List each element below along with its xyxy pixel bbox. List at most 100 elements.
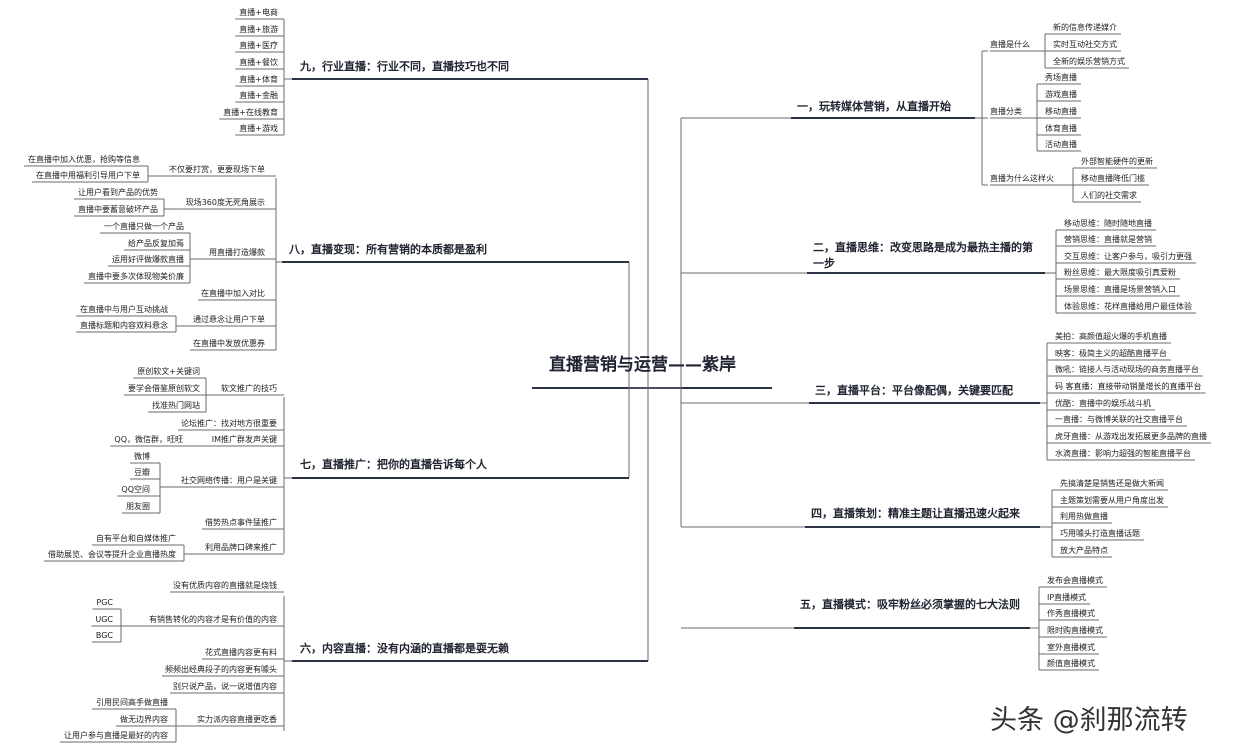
branch-right-1-node-2: 直播分类 [990,107,1022,116]
branch-right-1-node-3-leaf-1: 外部智能硬件的更新 [1081,157,1153,166]
branch-right-1-node-2-leaf-1: 秀场直播 [1045,73,1077,82]
branch-left-4-node-2: 有销售转化的内容才是有价值的内容 [149,615,277,624]
branch-left-2-node-3-leaf-4: 直播中要多次体现物美价廉 [88,272,184,281]
undefined: 没有优质内容的直播就是烧钱 [173,581,277,590]
branch-left-3-node-1-leaf-2: 要学会借鉴原创软文 [128,384,200,393]
branch-left-3-node-4-leaf-1: 微博 [134,452,150,461]
branch-left-4-node-2-leaf-2: UGC [95,615,113,624]
branch-left-3-node-4: 社交网络传播：用户是关键 [181,476,277,485]
branch-left-1-title: 九，行业直播：行业不同，直播技巧也不同 [300,60,509,73]
branch-left-2-node-2: 现场360度无死角展示 [185,198,265,207]
branch-right-1-node-2-leaf-5: 活动直播 [1045,140,1077,149]
watermark: 头条 @刹那流转 [990,705,1188,736]
branch-right-3-leaf-2: 映客：极简主义的超酷直播平台 [1055,349,1167,358]
branch-left-1-leaf-5: 直播+体育 [239,75,278,84]
branch-right-3-leaf-3: 微吼：链接人与活动现场的商务直播平台 [1055,365,1199,374]
branch-left-4-title: 六，内容直播：没有内涵的直播都是耍无赖 [300,642,509,655]
branch-left-3-node-6-leaf-1: 自有平台和自媒体推广 [96,534,176,543]
branch-left-1-leaf-4: 直播+餐饮 [239,58,278,67]
branch-left-1-leaf-3: 直播+医疗 [239,41,278,50]
undefined: 论坛推广：找对地方很重要 [181,419,277,428]
undefined: 别只说产品，说一说增值内容 [173,682,277,691]
branch-left-4-node-6: 实力派内容直播更吃香 [197,715,277,724]
branch-right-5-leaf-2: IP直播模式 [1047,593,1087,602]
branch-left-2-node-2-leaf-2: 直播中要蓄意破坏产品 [78,205,158,214]
branch-left-1-leaf-8: 直播+游戏 [239,124,278,133]
undefined: 在直播中发放优惠券 [193,339,265,348]
undefined: 花式直播内容更有料 [205,648,277,657]
branch-left-4-node-2-leaf-1: PGC [96,598,113,607]
branch-right-3-leaf-8: 水滴直播：影响力超强的智能直播平台 [1055,449,1191,458]
branch-left-2-node-5: 通过悬念让用户下单 [193,315,265,324]
branch-right-3-title: 三，直播平台：平台像配偶，关键要匹配 [815,384,1013,397]
branch-right-5-title: 五，直播模式：吸牢粉丝必须掌握的七大法则 [800,598,1020,611]
branch-left-2-node-1: 不仅要打赏，更要现场下单 [169,165,265,174]
branch-left-3-title: 七，直播推广：把你的直播告诉每个人 [300,458,487,471]
branch-left-3-node-4-leaf-3: QQ空间 [121,485,150,494]
branch-left-3-node-4-leaf-4: 朋友圈 [126,502,150,511]
branch-left-2-node-3-leaf-3: 运用好评做爆款直播 [112,255,184,264]
branch-left-2-node-5-leaf-1: 在直播中与用户互动挑战 [80,305,168,314]
branch-left-3-node-3: IM推广群发声关键 [211,435,277,444]
branch-right-5-leaf-3: 作秀直播模式 [1047,609,1095,618]
branch-left-3-node-1-leaf-3: 找准热门网站 [152,401,200,410]
branch-right-2-leaf-1: 移动思维：随时随地直播 [1064,219,1152,228]
branch-right-4-leaf-1: 先搞清楚是销售还是做大新闻 [1060,479,1164,488]
branch-left-2-title: 八，直播变现：所有营销的本质都是盈利 [289,243,487,256]
undefined: 借势热点事件猛推广 [205,518,277,527]
branch-right-2-leaf-2: 营销思维：直播就是营销 [1064,235,1152,244]
branch-left-4-node-6-leaf-2: 做无边界内容 [120,715,168,724]
branch-left-2-node-1-leaf-2: 在直播中用福利引导用户下单 [36,171,140,180]
branch-left-4-node-6-leaf-1: 引用民间高手做直播 [96,698,168,707]
branch-right-5-leaf-6: 颜值直播模式 [1047,659,1095,668]
branch-right-3-leaf-6: 一直播：与微博关联的社交直播平台 [1055,415,1183,424]
branch-right-3-leaf-1: 美拍：高颜值超火爆的手机直播 [1055,332,1167,341]
branch-right-1-node-2-leaf-2: 游戏直播 [1045,90,1077,99]
branch-right-4-leaf-3: 利用热做直播 [1060,512,1108,521]
branch-left-1-leaf-7: 直播+在线教育 [223,108,278,117]
branch-right-1-node-2-leaf-4: 体育直播 [1045,124,1077,133]
branch-left-2-node-2-leaf-1: 让用户看到产品的优势 [78,188,158,197]
branch-right-1-node-1-leaf-3: 全新的娱乐营销方式 [1053,57,1125,66]
branch-left-3-node-1: 软文推广的技巧 [221,384,277,393]
branch-left-3-node-1-leaf-1: 原创软文+关键词 [137,367,200,376]
branch-left-4-node-2-leaf-3: BGC [95,631,113,640]
branch-left-2-node-5-leaf-2: 直播标题和内容双料悬念 [80,321,168,330]
branch-right-2-leaf-5: 场景思维：直播是场景营销入口 [1064,285,1176,294]
branch-right-1-node-1-leaf-1: 新的信息传递媒介 [1053,23,1117,32]
branch-right-4-leaf-2: 主题策划需要从用户角度出发 [1060,496,1164,505]
branch-left-3-node-6-leaf-2: 借助展览、会议等提升企业直播热度 [48,550,176,559]
branch-left-3-node-3-leaf-1: QQ，微信群，旺旺 [114,435,183,444]
branch-left-1-leaf-2: 直播+旅游 [239,25,278,34]
branch-left-2-node-3: 用直播打造爆款 [209,248,265,257]
branch-right-1-node-1: 直播是什么 [990,40,1030,49]
branch-right-5-leaf-4: 限时购直播模式 [1047,626,1103,635]
branch-right-4-leaf-4: 巧用噱头打造直播话题 [1060,529,1140,538]
undefined: 频频出经典段子的内容更有噱头 [165,665,277,674]
branch-right-2-leaf-4: 粉丝思维：最大限度吸引真爱粉 [1064,268,1176,277]
branch-right-3-leaf-7: 虎牙直播：从游戏出发拓展更多品牌的直播 [1055,432,1207,441]
branch-left-1-leaf-6: 直播+金融 [239,91,278,100]
branch-right-2-leaf-6: 体验思维：花样直播给用户最佳体验 [1064,302,1192,311]
branch-right-2-leaf-3: 交互思维：让客户参与，吸引力更强 [1064,252,1192,261]
branch-left-2-node-3-leaf-2: 给产品反复加焉 [128,239,184,248]
branch-right-1-title: 一，玩转媒体营销，从直播开始 [797,100,951,113]
branch-left-3-node-4-leaf-2: 豆瓣 [134,468,150,477]
central-topic: 直播营销与运营——紫岸 [549,355,736,375]
undefined: 在直播中加入对比 [201,289,265,298]
branch-right-1-node-2-leaf-3: 移动直播 [1045,107,1077,116]
branch-right-4-title: 四，直播策划：精准主题让直播迅速火起来 [811,507,1020,520]
branch-right-1-node-3: 直播为什么这样火 [990,174,1054,183]
branch-left-4-node-6-leaf-3: 让用户参与直播是最好的内容 [64,731,168,740]
branch-right-1-node-1-leaf-2: 实时互动社交方式 [1053,40,1117,49]
branch-left-1-leaf-1: 直播+电商 [239,8,278,17]
branch-left-3-node-6: 利用品牌口碑来推广 [205,543,277,552]
branch-right-1-node-3-leaf-2: 移动直播降低门槛 [1081,174,1145,183]
branch-right-4-leaf-5: 放大产品特点 [1060,546,1108,555]
branch-right-3-leaf-5: 优酷：直播中的娱乐战斗机 [1055,399,1151,408]
branch-right-3-leaf-4: 码 客直播：直接带动销量增长的直播平台 [1055,382,1202,391]
branch-right-5-leaf-5: 室外直播模式 [1047,643,1095,652]
branch-left-2-node-3-leaf-1: 一个直播只做一个产品 [104,222,184,231]
